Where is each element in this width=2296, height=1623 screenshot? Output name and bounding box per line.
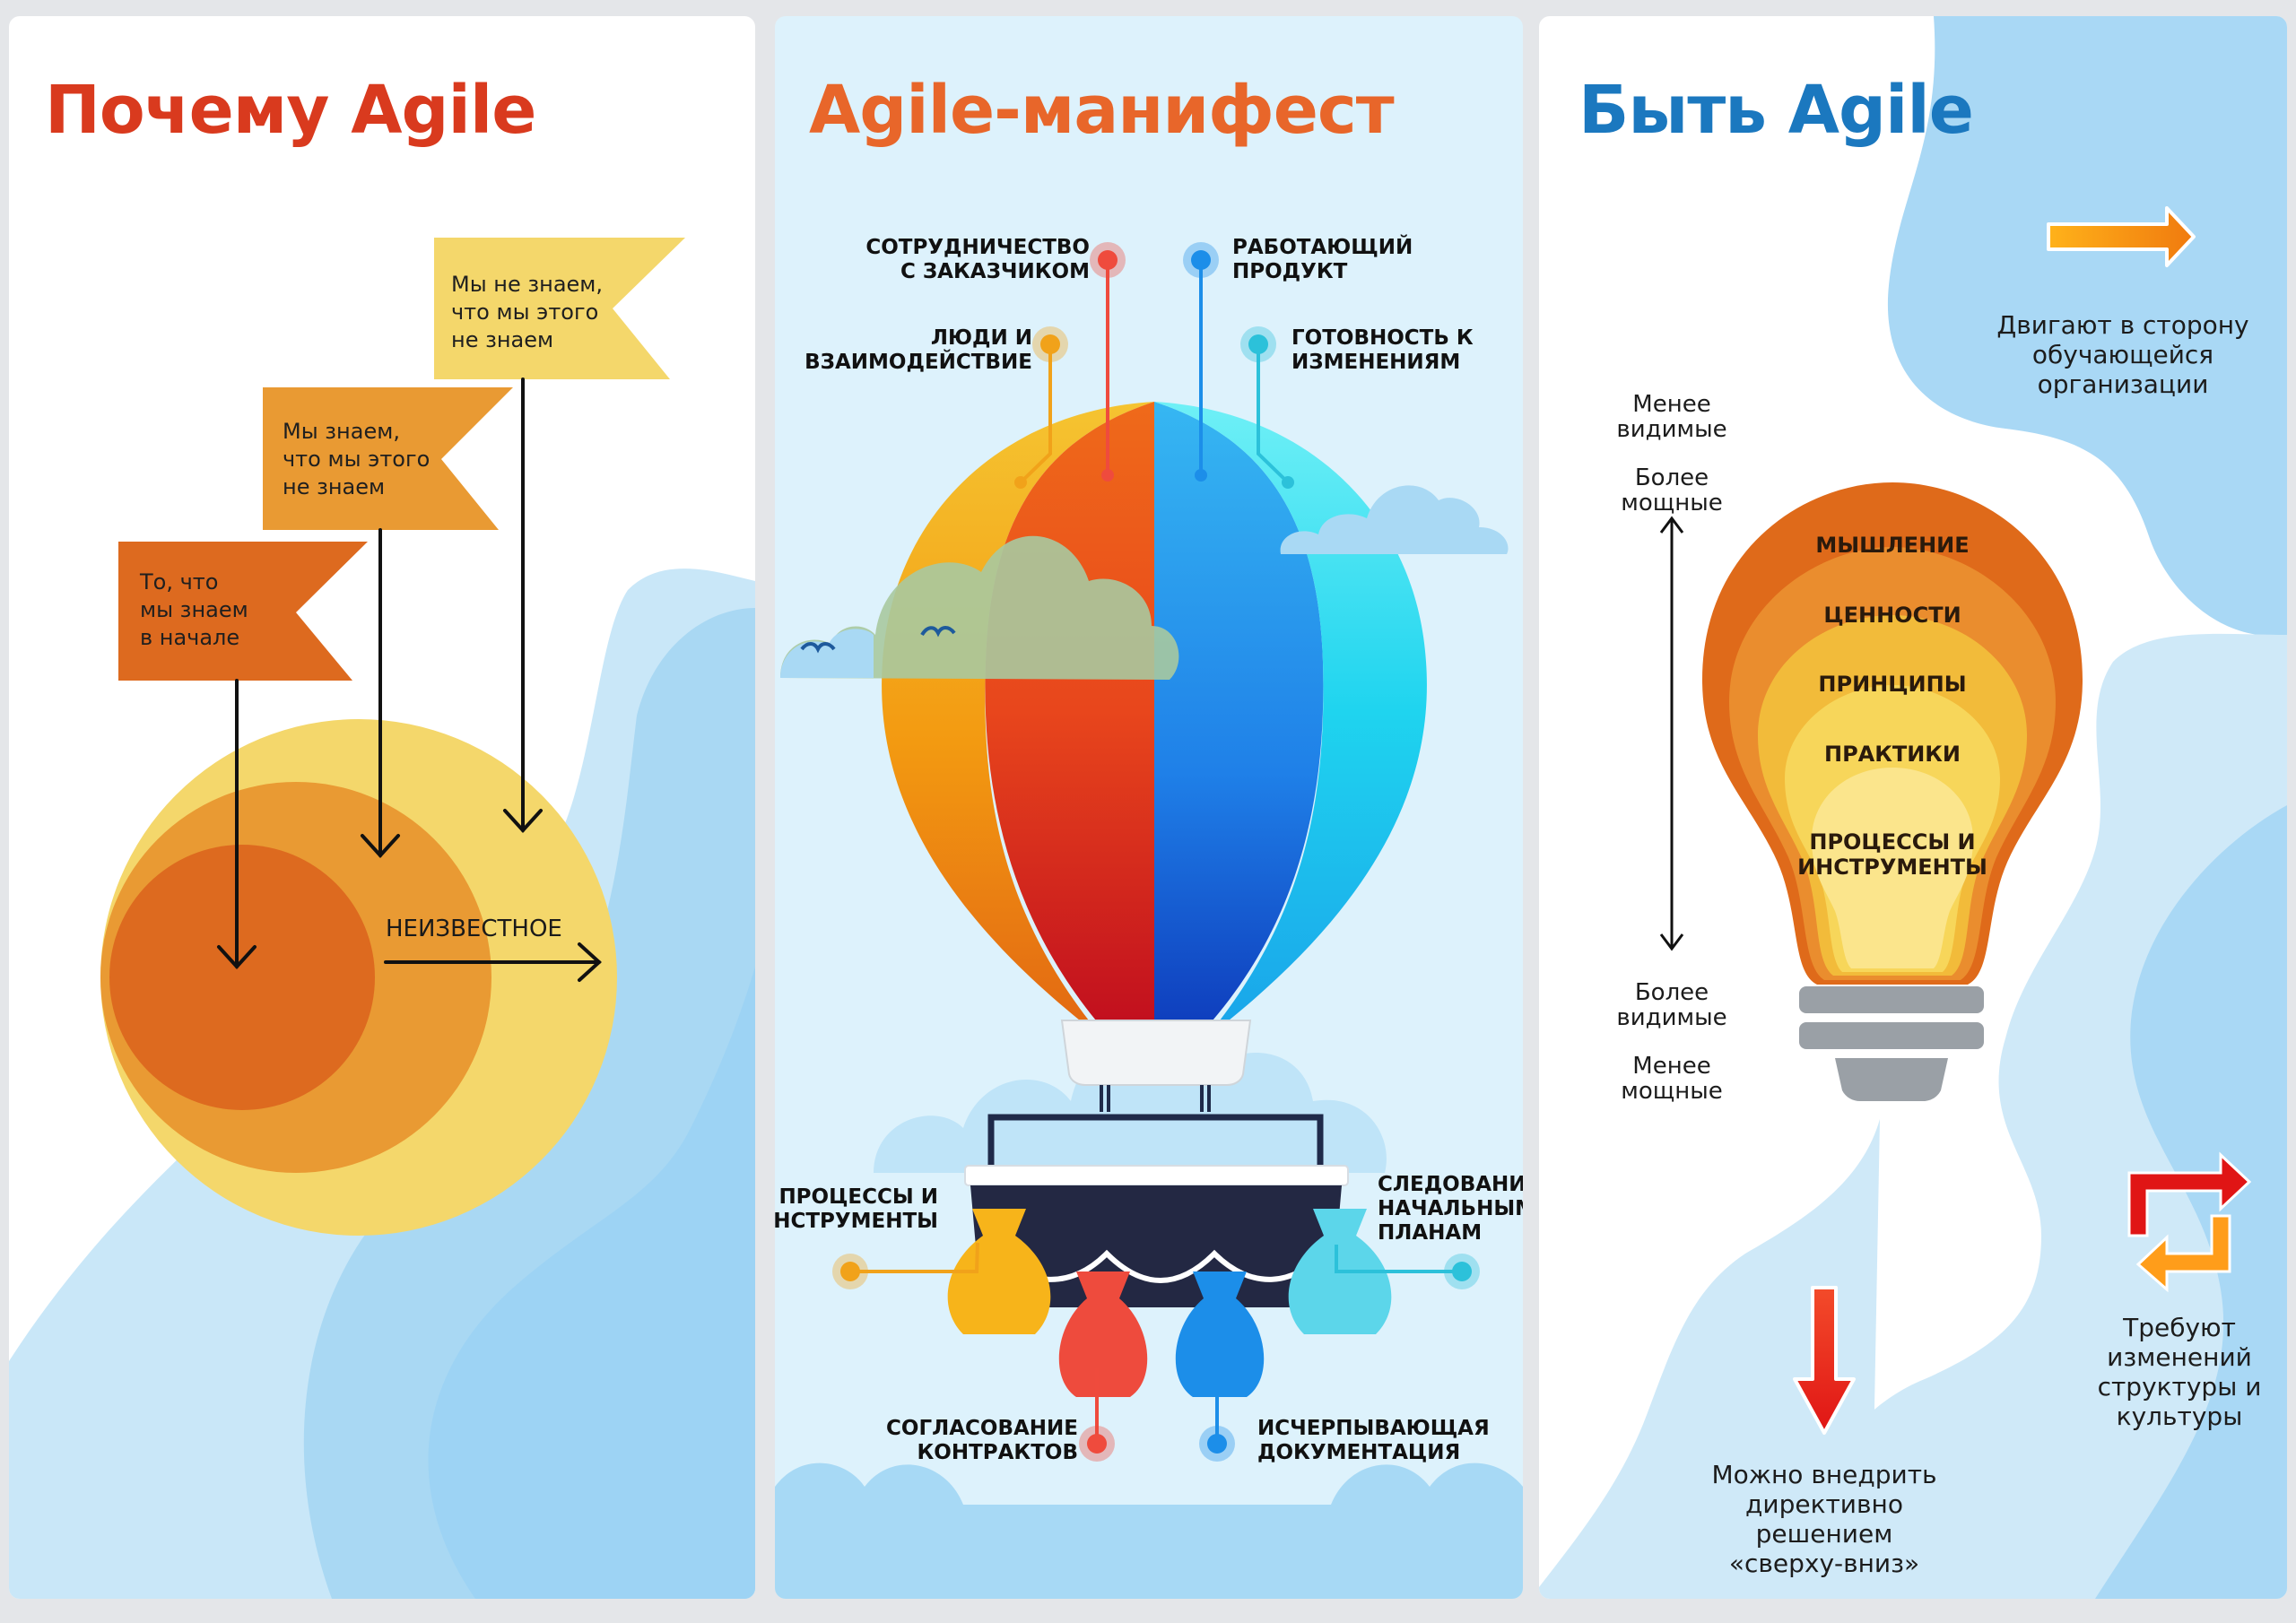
note-culture-change: Требуют изменений структуры и культуры [2097, 1313, 2262, 1431]
bottom-clouds [775, 1462, 1523, 1599]
bird-1 [920, 626, 956, 638]
panel-why-agile: Почему Agile Мы не знаем, что мы этого н… [9, 16, 755, 1599]
balloon-blue [1154, 402, 1324, 1020]
be-agile-graphic [1539, 16, 2287, 1599]
bg-wave-bottom [1539, 1119, 1880, 1599]
bulb-base-1 [1799, 986, 1984, 1013]
flag-known-unknown-text: Мы знаем, что мы этого не знаем [283, 419, 430, 499]
left-cloud-blue [780, 629, 874, 678]
unknown-label: НЕИЗВЕСТНОЕ [386, 916, 562, 942]
flag-known-unknown [263, 387, 513, 530]
circle-inner [109, 845, 375, 1110]
layer-principles: ПРИНЦИПЫ [1818, 672, 1967, 697]
right-cloud [1280, 485, 1509, 554]
axis-label-more-powerful: Более мощные [1621, 464, 1723, 516]
basket-cloud [874, 1033, 1387, 1173]
balloon-orange [882, 402, 1154, 1020]
axis-label-less-powerful: Менее мощные [1621, 1053, 1723, 1105]
note-learning-org: Двигают в сторону обучающейся организаци… [1996, 310, 2249, 399]
arrow-head-1 [503, 809, 543, 833]
note-top-down: Можно внедрить директивно решением «свер… [1711, 1460, 1937, 1578]
sandbag-blue [1175, 1271, 1265, 1397]
label-ready-for-change: ГОТОВНОСТЬ К ИЗМЕНЕНИЯМ [1292, 326, 1474, 374]
flag-start-text: То, что мы знаем в начале [140, 569, 248, 650]
axis-label-less-visible: Менее видимые [1616, 391, 1727, 443]
layer-processes-tools: ПРОЦЕССЫ И ИНСТРУМЕНТЫ [1797, 829, 1987, 880]
bg-wave-right [2095, 626, 2287, 1599]
balloon-skirt [1060, 1020, 1252, 1086]
label-customer-collaboration: СОТРУДНИЧЕСТВО С ЗАКАЗЧИКОМ [865, 236, 1090, 283]
balloon-graphic [775, 242, 1523, 1599]
label-documentation: ИСЧЕРПЫВАЮЩАЯ ДОКУМЕНТАЦИЯ [1257, 1417, 1490, 1464]
arrow-head-right [578, 942, 602, 982]
label-processes-tools: ПРОЦЕССЫ И ИНСТРУМЕНТЫ [775, 1185, 938, 1233]
arrow-right-icon [2047, 206, 2196, 267]
why-agile-graphic [9, 238, 755, 1599]
flag-start [118, 542, 368, 681]
label-people-interaction: ЛЮДИ И ВЗАИМОДЕЙСТВИЕ [804, 326, 1032, 374]
layer-practices: ПРАКТИКИ [1823, 742, 1961, 767]
arrow-head-3 [217, 945, 257, 969]
cycle-icon [2127, 1151, 2252, 1293]
label-contract-negotiation: СОГЛАСОВАНИЕ КОНТРАКТОВ [886, 1417, 1078, 1464]
bg-wave-front [428, 967, 755, 1599]
bulb-base-2 [1799, 1022, 1984, 1049]
arrow-down-icon [1793, 1286, 1856, 1435]
bulb-layer-5 [1812, 768, 1973, 968]
panel-be-agile: Быть Agile Менее видимые Более мощные Бо… [1539, 16, 2287, 1599]
bg-wave-mid [1813, 633, 2287, 1599]
label-following-plans: СЛЕДОВАНИЕ НАЧАЛЬНЫМ ПЛАНАМ [1378, 1173, 1523, 1245]
basket-frame [987, 1114, 1324, 1193]
flag-unknown-unknown [434, 238, 685, 379]
bg-wave-top [1887, 16, 2287, 637]
panel-title: Быть Agile [1578, 72, 1974, 149]
panel-title: Почему Agile [45, 72, 536, 149]
label-working-product: РАБОТАЮЩИЙ ПРОДУКТ [1232, 236, 1413, 283]
basket-rim [964, 1165, 1349, 1186]
panel-agile-manifesto: Agile-манифест СОТРУДНИЧЕСТВО С ЗАКАЗЧИК… [775, 16, 1523, 1599]
axis-label-more-visible: Более видимые [1616, 979, 1727, 1031]
bulb-tip [1835, 1058, 1948, 1101]
left-cloud [780, 535, 1179, 680]
bird-2 [800, 642, 836, 654]
balloon-cyan [1154, 402, 1427, 1020]
panel-title: Agile-манифест [809, 72, 1395, 149]
sandbag-yellow [947, 1209, 1051, 1334]
flag-unknown-unknown-text: Мы не знаем, что мы этого не знаем [451, 272, 604, 352]
layer-values: ЦЕННОСТИ [1823, 603, 1961, 628]
layer-mindset: МЫШЛЕНИЕ [1815, 533, 1970, 558]
sandbag-red [1058, 1271, 1148, 1397]
arrow-head-2 [361, 834, 400, 858]
